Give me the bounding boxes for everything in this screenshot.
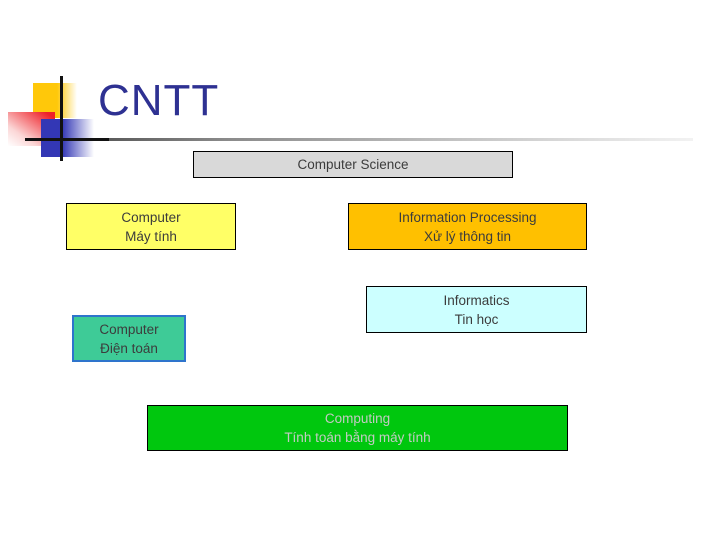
box-computer-dien-toan-label-en: Computer — [99, 321, 159, 337]
slide-title: CNTT — [98, 76, 220, 125]
box-computer-dien-toan: Computer Điện toán — [72, 315, 186, 362]
box-informatics-label-en: Informatics — [443, 292, 510, 308]
box-informatics: Informatics Tin học — [366, 286, 587, 333]
box-computer-dien-toan-label-vi: Điện toán — [100, 340, 158, 356]
box-informatics-label-vi: Tin học — [454, 311, 499, 327]
ornament-horizontal-line — [25, 138, 109, 141]
box-computer-may-tinh-label-en: Computer — [121, 209, 181, 225]
title-underline-rule — [25, 138, 693, 141]
box-computing: Computing Tính toán bằng máy tính — [147, 405, 568, 451]
box-information-processing-label-vi: Xử lý thông tin — [423, 228, 512, 244]
box-computing-label-en: Computing — [324, 411, 391, 426]
box-computer-may-tinh-label-vi: Máy tính — [125, 228, 177, 244]
ornament-vertical-line — [60, 76, 63, 161]
box-computer-may-tinh: Computer Máy tính — [66, 203, 236, 250]
box-computer-science-label: Computer Science — [297, 157, 409, 172]
box-information-processing-label-en: Information Processing — [398, 209, 537, 225]
box-information-processing: Information Processing Xử lý thông tin — [348, 203, 587, 250]
box-computing-label-vi: Tính toán bằng máy tính — [284, 430, 431, 445]
box-computer-science: Computer Science — [193, 151, 513, 178]
